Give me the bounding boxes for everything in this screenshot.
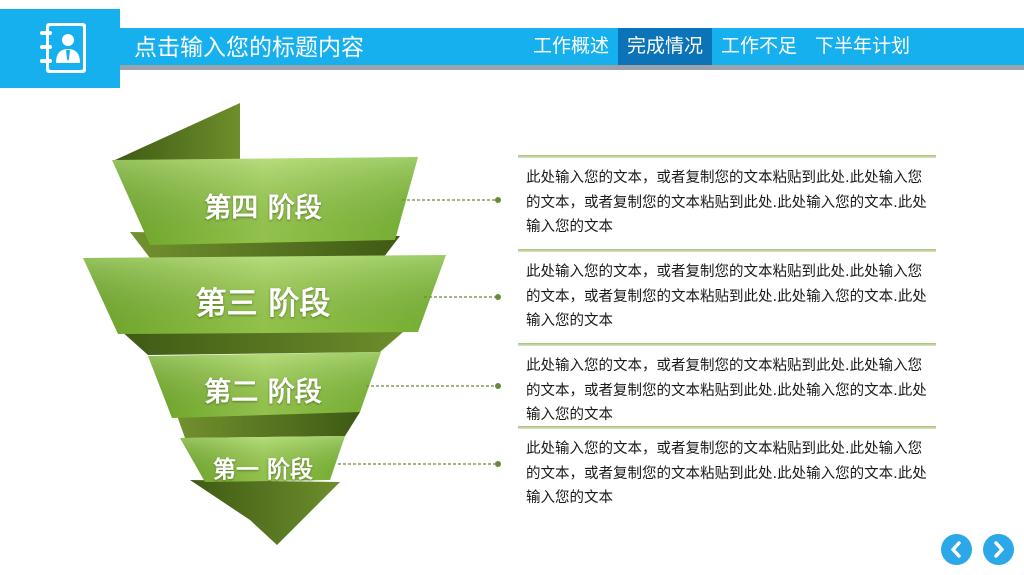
stage-funnel-diagram (83, 103, 501, 545)
text-block-body[interactable]: 此处输入您的文本，或者复制您的文本粘贴到此处.此处输入您的文本，或者复制您的文本… (526, 358, 927, 423)
connector-dot-stage-1 (495, 461, 501, 467)
text-block-divider (518, 343, 936, 346)
text-block-body[interactable]: 此处输入您的文本，或者复制您的文本粘贴到此处.此处输入您的文本，或者复制您的文本… (526, 264, 927, 329)
connector-dot-stage-3 (495, 294, 501, 300)
stage-4-band-shade (112, 157, 418, 245)
connector-dot-stage-4 (495, 197, 501, 203)
text-block-stage-1: 此处输入您的文本，或者复制您的文本粘贴到此处.此处输入您的文本，或者复制您的文本… (518, 426, 936, 511)
text-block-divider (518, 155, 936, 158)
nav-tab-completion[interactable]: 完成情况 (618, 28, 713, 65)
stage-1-band-shade (180, 436, 345, 482)
text-block-stage-2: 此处输入您的文本，或者复制您的文本粘贴到此处.此处输入您的文本，或者复制您的文本… (518, 343, 936, 428)
text-block-body[interactable]: 此处输入您的文本，或者复制您的文本粘贴到此处.此处输入您的文本，或者复制您的文本… (526, 170, 927, 235)
ribbon-back-2-1 (175, 410, 360, 438)
logo-box (0, 9, 120, 88)
ribbon-back-bottom (190, 480, 340, 545)
ribbon-back-top (115, 103, 240, 168)
text-block-stage-4: 此处输入您的文本，或者复制您的文本粘贴到此处.此处输入您的文本，或者复制您的文本… (518, 155, 936, 240)
chevron-right-icon (994, 541, 1004, 558)
text-block-divider (518, 426, 936, 429)
stage-1-label[interactable]: 第一 阶段 (212, 457, 314, 483)
prev-slide-button[interactable] (941, 534, 972, 565)
page-title[interactable]: 点击输入您的标题内容 (134, 35, 364, 61)
connector-dot-stage-2 (495, 383, 501, 389)
next-slide-button[interactable] (983, 534, 1014, 565)
text-block-divider (518, 249, 936, 252)
stage-2-band-shade (148, 352, 381, 418)
stage-3-label[interactable]: 第三 阶段 (195, 286, 331, 322)
stage-4-label[interactable]: 第四 阶段 (204, 193, 322, 224)
nav-tab-shortcomings[interactable]: 工作不足 (721, 35, 798, 57)
top-nav: 工作概述 完成情况 工作不足 下半年计划 (524, 28, 919, 65)
stage-2-label[interactable]: 第二 阶段 (204, 377, 322, 408)
stage-3-band-shade (83, 255, 446, 334)
nav-tab-next-half-plan[interactable]: 下半年计划 (815, 35, 911, 57)
header-shadow (118, 65, 1024, 70)
header-bar (0, 28, 1024, 65)
chevron-left-icon (951, 541, 961, 558)
contact-book-icon (40, 23, 86, 73)
text-block-body[interactable]: 此处输入您的文本，或者复制您的文本粘贴到此处.此处输入您的文本，或者复制您的文本… (526, 441, 927, 506)
text-block-stage-3: 此处输入您的文本，或者复制您的文本粘贴到此处.此处输入您的文本，或者复制您的文本… (518, 249, 936, 334)
nav-tab-overview[interactable]: 工作概述 (533, 35, 610, 57)
